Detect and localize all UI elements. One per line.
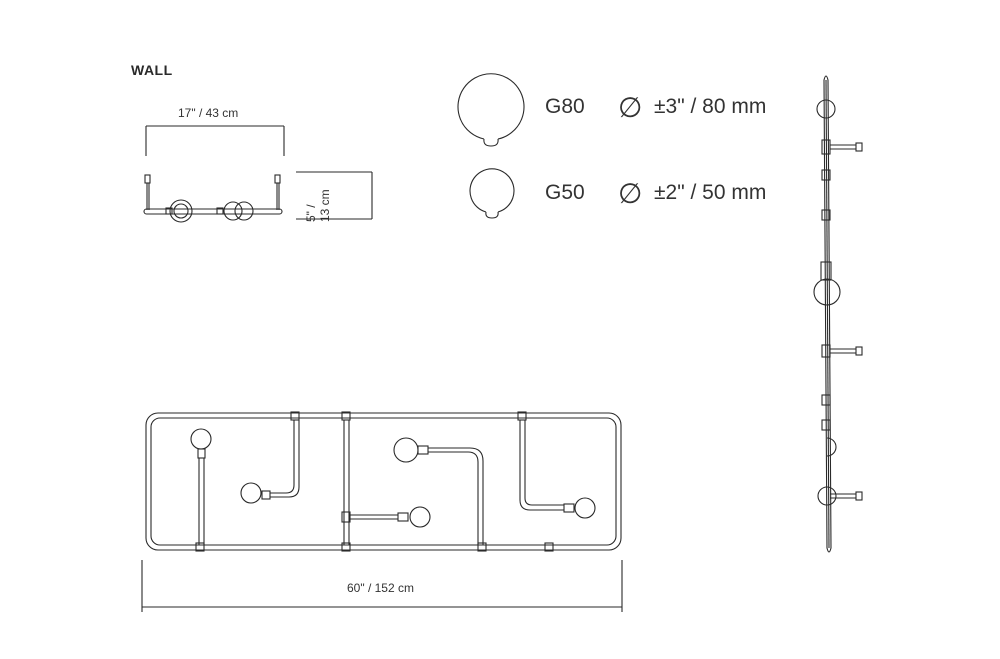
bulb-g80-name: G80 [545,95,585,118]
globe [574,497,596,519]
side-plate [823,75,832,553]
front-globe [234,201,254,221]
main-view [141,411,623,612]
diameter-icon: ∅ [618,178,643,209]
main-frame-inner [150,417,617,546]
front-view-width-label: 17" / 43 cm [178,106,239,120]
globe [409,506,431,528]
main-frame-outer [145,412,622,551]
bulb-g50-icon [469,168,515,219]
full-view-width-label: 60" / 152 cm [347,581,414,595]
globe [393,437,419,463]
front-base-bar [143,208,283,215]
globe [190,428,212,450]
bulb-g50-name: G50 [545,181,585,204]
globe [240,482,262,504]
front-view [143,125,373,223]
side-globe [813,278,841,306]
front-post-right [274,174,281,184]
diameter-icon: ∅ [618,92,643,123]
bulb-g80-icon [457,73,525,147]
side-view [813,75,863,553]
bulb-g50-size: ±2" / 50 mm [654,181,767,204]
front-post-left [144,174,151,184]
diagram-title: WALL [131,62,173,78]
front-globe [223,201,243,221]
bulb-g80-size: ±3" / 80 mm [654,95,767,118]
front-globe [169,199,193,223]
